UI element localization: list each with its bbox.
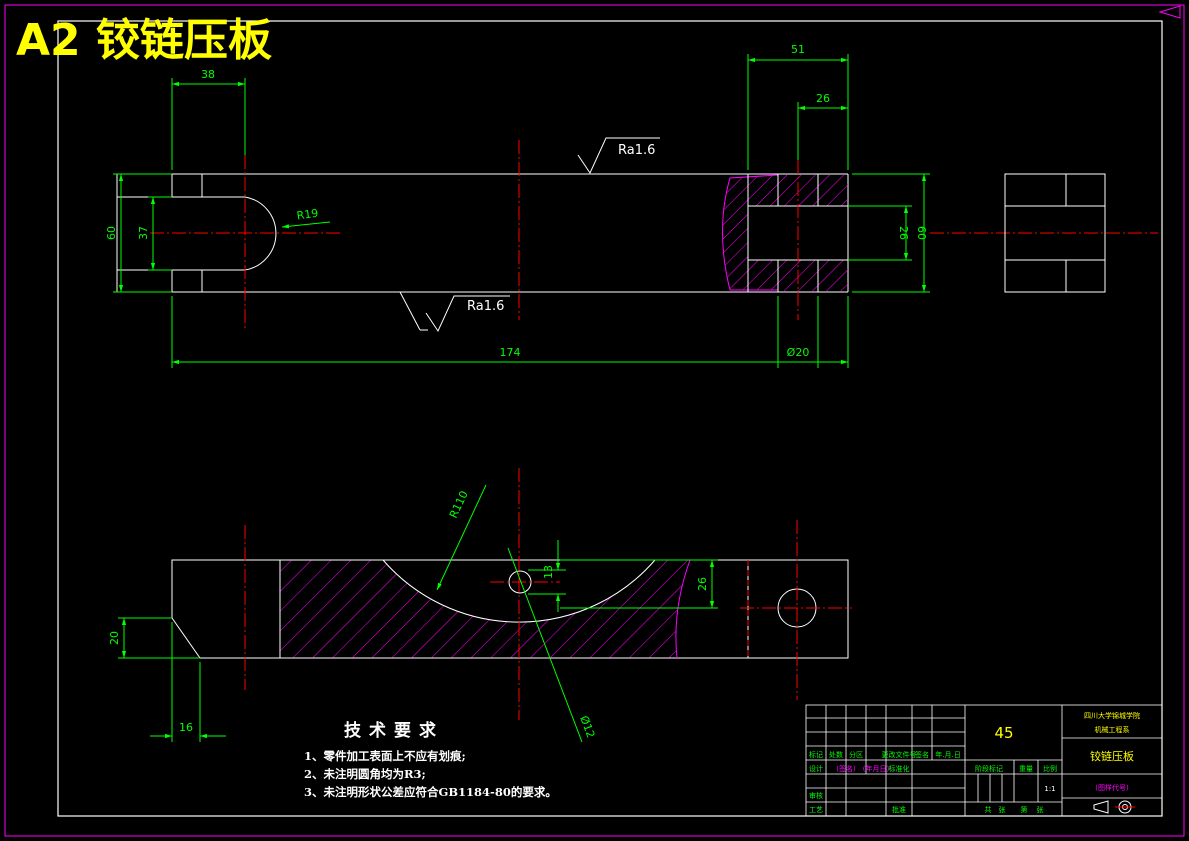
hdr-zone: 分区 [849, 750, 863, 759]
row-design: 设计 [809, 764, 823, 773]
stage-weight: 重量 [1019, 765, 1033, 773]
hdr-mark: 标记 [809, 750, 823, 759]
hdr-date: 年.月.日 [935, 750, 960, 759]
process: 工艺 [809, 806, 823, 814]
dim-phi12: Ø12 [577, 714, 597, 740]
tech-item-2: 2、未注明圆角均为R3; [304, 767, 426, 781]
sheet-no: 第 [1021, 805, 1028, 814]
stage-scale: 比例 [1043, 764, 1057, 773]
dim-13: 13 [542, 565, 555, 579]
front-view-dimensions [118, 484, 718, 743]
side-view [1004, 173, 1106, 293]
roughness-label-top: Ra1.6 [618, 143, 655, 158]
roughness-symbol-bottom [399, 291, 510, 333]
dim-20: 20 [108, 631, 121, 645]
dim-38: 38 [201, 68, 215, 81]
dim-r19: R19 [296, 207, 319, 223]
stage-mark: 阶段标记 [975, 764, 1003, 773]
top-view [116, 140, 1158, 330]
title-block [805, 704, 1163, 817]
dim-60-left: 60 [105, 226, 118, 240]
corner-mark [1158, 5, 1181, 19]
school-line1: 四川大学锦城学院 [1084, 711, 1140, 720]
dim-r110: R110 [447, 489, 471, 520]
dim-51: 51 [791, 43, 805, 56]
hdr-sign: 签名 [915, 750, 929, 759]
material: 45 [994, 724, 1013, 742]
part-name: 铰链压板 [1090, 749, 1134, 763]
drawing-title: A2 铰链压板 [16, 15, 272, 66]
front-view [171, 468, 852, 720]
dim-26-top: 26 [816, 92, 830, 105]
sheet-unit1: 张 [999, 805, 1006, 814]
drawing-frame [57, 20, 1163, 817]
dim-phi20: Ø20 [787, 346, 810, 359]
hdr-change: 更改文件号 [882, 750, 917, 759]
row-sign: (签名) [836, 764, 856, 773]
tech-requirements-title: 技术要求 [344, 721, 444, 741]
hdr-count: 处数 [829, 750, 843, 759]
roughness-label-bottom: Ra1.6 [467, 299, 504, 314]
drawing-code: (图样代号) [1095, 783, 1129, 792]
tech-requirements: 技术要求 1、零件加工表面上不应有划痕; 2、未注明圆角均为R3; 3、未注明形… [304, 716, 557, 801]
projection-symbol [1093, 800, 1135, 814]
roughness-symbol-top [577, 137, 660, 175]
tech-item-3: 3、未注明形状公差应符合GB1184-80的要求。 [304, 785, 557, 799]
tech-item-1: 1、零件加工表面上不应有划痕; [304, 749, 466, 763]
school-line2: 机械工程系 [1095, 725, 1130, 734]
dim-60-right: 60 [915, 226, 928, 240]
row-std: 标准化 [889, 764, 910, 773]
dim-37: 37 [137, 226, 150, 240]
dim-16: 16 [179, 721, 193, 734]
approve: 批准 [892, 805, 906, 814]
scale: 1:1 [1044, 785, 1055, 793]
dimension-labels: 38 51 26 60 37 R19 26 60 174 Ø20 R110 13… [105, 43, 928, 740]
top-view-dimensions [113, 54, 930, 368]
dim-26-front: 26 [696, 577, 709, 591]
row-date: (年月日) [863, 764, 890, 773]
review: 审核 [809, 791, 823, 800]
title-block-text: 45 四川大学锦城学院 机械工程系 铰链压板 (图样代号) 1:1 标记 处数 … [809, 711, 1140, 814]
sheet-border [4, 4, 1185, 837]
dim-174: 174 [500, 346, 521, 359]
dim-26-right: 26 [897, 226, 910, 240]
sheet-unit2: 张 [1037, 805, 1044, 814]
sheet-total: 共 [985, 805, 992, 814]
